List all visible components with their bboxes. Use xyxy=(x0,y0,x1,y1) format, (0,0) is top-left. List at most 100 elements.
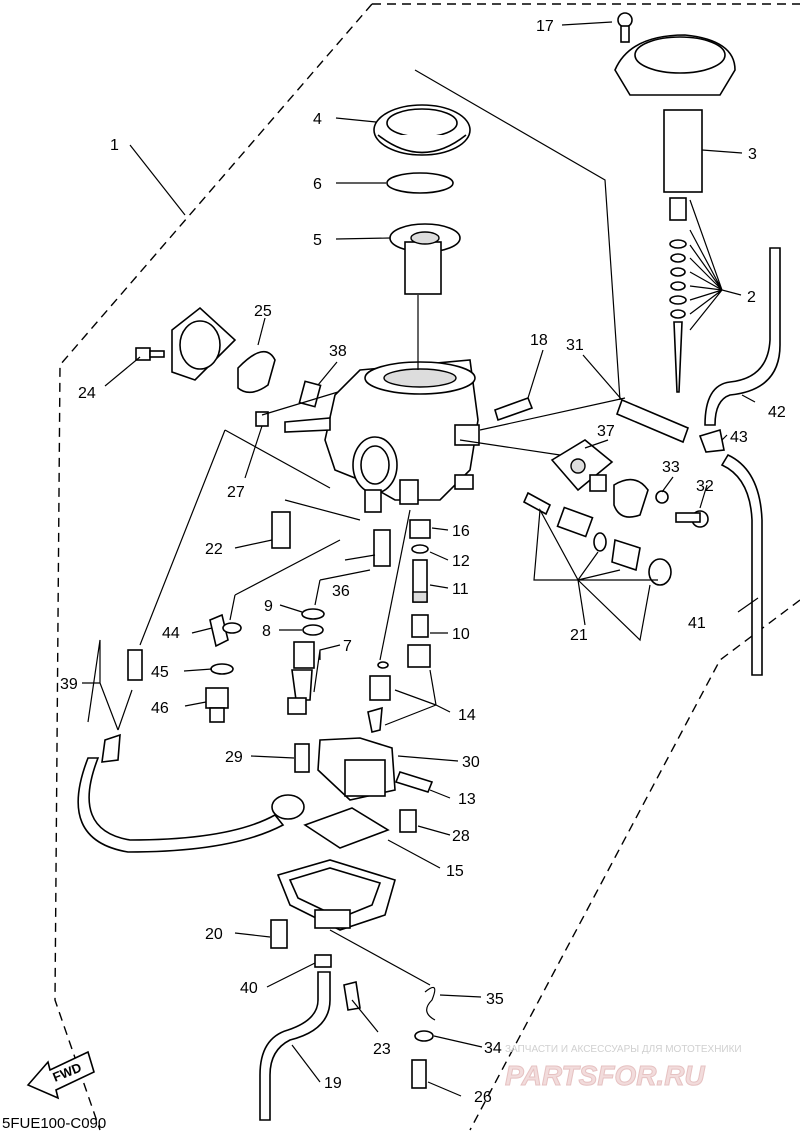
part-23-drain-screw xyxy=(343,981,361,1011)
callout-34: 34 xyxy=(484,1040,502,1057)
part-29-screw xyxy=(294,743,310,773)
part-2-jet-needle-set xyxy=(669,197,687,393)
callout-17: 17 xyxy=(536,18,554,35)
callout-30: 30 xyxy=(462,754,480,771)
part-26-screw xyxy=(411,1059,427,1089)
part-10-main-jet xyxy=(411,614,429,638)
part-44-bracket xyxy=(209,613,242,648)
callout-44: 44 xyxy=(162,625,180,642)
part-3-spring xyxy=(663,109,703,193)
parts-layer: FWD xyxy=(26,12,781,1121)
callout-37: 37 xyxy=(597,423,615,440)
part-4-diaphragm xyxy=(373,104,471,156)
part-7-spring-set xyxy=(287,641,315,715)
callout-16: 16 xyxy=(452,523,470,540)
callout-19: 19 xyxy=(324,1075,342,1092)
callout-13: 13 xyxy=(458,791,476,808)
part-33-clip xyxy=(613,478,669,518)
callout-11: 11 xyxy=(452,581,469,598)
part-39-throttle-cable xyxy=(77,649,305,853)
part-38 xyxy=(298,380,322,408)
callout-40: 40 xyxy=(240,980,258,997)
part-25-gasket xyxy=(171,306,276,394)
part-top-cap xyxy=(614,34,736,96)
part-36 xyxy=(373,529,391,567)
callout-41: 41 xyxy=(688,615,706,632)
part-11-needle-jet xyxy=(412,559,428,603)
callout-28: 28 xyxy=(452,828,470,845)
leader-lines xyxy=(82,21,759,1097)
callout-7: 7 xyxy=(343,638,352,655)
part-5-piston-valve xyxy=(389,223,461,295)
watermark-tagline: ЗАПЧАСТИ И АКСЕССУАРЫ ДЛЯ МОТОТЕХНИКИ xyxy=(505,1044,742,1055)
part-19-drain-hose xyxy=(259,971,331,1121)
callout-35: 35 xyxy=(486,991,504,1008)
callout-26: 26 xyxy=(474,1089,492,1106)
callout-32: 32 xyxy=(696,478,714,495)
callout-24: 24 xyxy=(78,385,96,402)
watermark: ЗАПЧАСТИ И АКСЕССУАРЫ ДЛЯ МОТОТЕХНИКИ PA… xyxy=(505,1044,742,1092)
callout-8: 8 xyxy=(262,623,271,640)
part-18-fitting xyxy=(494,396,534,422)
callout-38: 38 xyxy=(329,343,347,360)
callout-15: 15 xyxy=(446,863,464,880)
part-16-jet xyxy=(409,519,431,539)
callout-5: 5 xyxy=(313,232,322,249)
part-12-oring xyxy=(411,544,429,554)
callout-42: 42 xyxy=(768,404,786,421)
callout-23: 23 xyxy=(373,1041,391,1058)
callout-14: 14 xyxy=(458,707,476,724)
drawing-code: 5FUE100-C090 xyxy=(2,1115,106,1132)
callout-45: 45 xyxy=(151,664,169,681)
part-43-fitting xyxy=(698,428,725,453)
part-30-float xyxy=(317,737,396,801)
part-6-ring xyxy=(386,172,454,194)
part-28-screw xyxy=(399,809,417,833)
callout-21: 21 xyxy=(570,627,588,644)
part-45-washer xyxy=(210,663,234,675)
part-9-oring xyxy=(301,608,325,620)
part-34-washer xyxy=(414,1030,434,1042)
callout-10: 10 xyxy=(452,626,470,643)
part-14-float-valve xyxy=(367,644,431,733)
part-37-cover xyxy=(550,439,614,492)
part-15-gasket xyxy=(303,807,390,849)
callout-36: 36 xyxy=(332,583,350,600)
callout-33: 33 xyxy=(662,459,680,476)
callout-43: 43 xyxy=(730,429,748,446)
part-31-tube xyxy=(615,398,690,444)
part-24-screw xyxy=(135,347,165,361)
callout-39: 39 xyxy=(60,676,78,693)
part-20-screw xyxy=(270,919,288,949)
watermark-logo: PARTSFOR.RU xyxy=(505,1060,705,1091)
callout-1: 1 xyxy=(110,137,119,154)
callout-29: 29 xyxy=(225,749,243,766)
assembly-boundary xyxy=(54,3,800,1131)
part-float-bowl xyxy=(276,859,396,931)
callout-12: 12 xyxy=(452,553,470,570)
callout-22: 22 xyxy=(205,541,223,558)
part-13-pin xyxy=(394,771,434,793)
part-32-screw xyxy=(675,510,709,528)
callout-3: 3 xyxy=(748,146,757,163)
part-41-hose xyxy=(720,453,763,676)
callout-27: 27 xyxy=(227,484,245,501)
part-carburetor-body xyxy=(284,359,480,513)
part-8-washer xyxy=(302,624,324,636)
callout-20: 20 xyxy=(205,926,223,943)
part-40-clamp xyxy=(314,954,332,968)
callout-46: 46 xyxy=(151,700,169,717)
callout-9: 9 xyxy=(264,598,273,615)
callout-25: 25 xyxy=(254,303,272,320)
fwd-arrow-icon: FWD xyxy=(26,1050,95,1100)
callout-labels: 1 2 3 4 5 6 7 8 9 10 11 12 13 14 15 16 1… xyxy=(60,18,786,1106)
part-17-screw xyxy=(617,12,633,43)
callout-18: 18 xyxy=(530,332,548,349)
callout-4: 4 xyxy=(313,111,322,128)
callout-6: 6 xyxy=(313,176,322,193)
part-42-hose xyxy=(704,247,781,426)
part-35-clip xyxy=(424,986,436,1021)
part-21-pilot-screw-set xyxy=(522,491,672,586)
part-46-fitting xyxy=(205,687,229,723)
